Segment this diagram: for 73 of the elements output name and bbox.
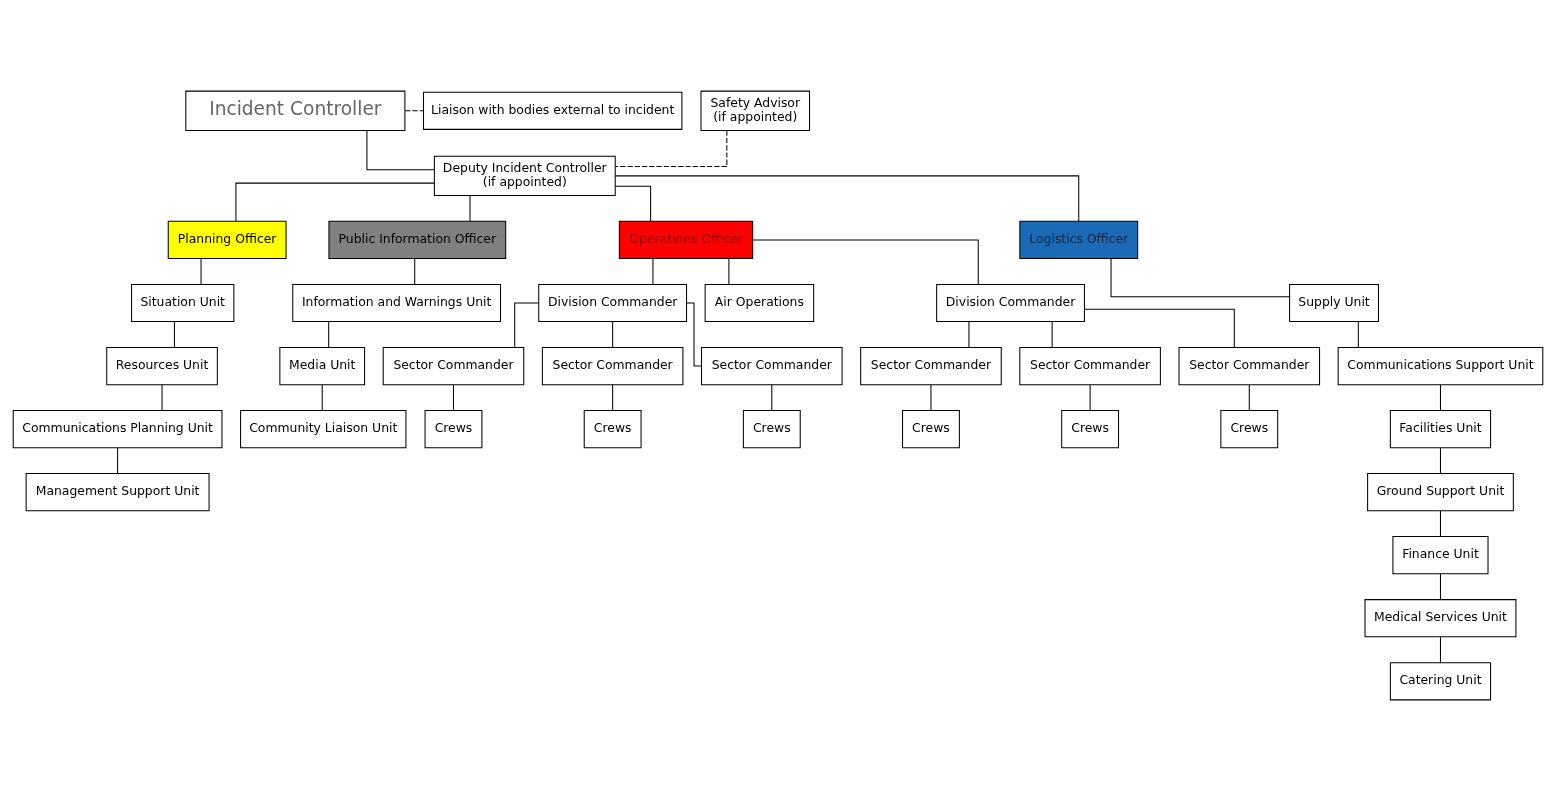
- connector: [235, 182, 435, 222]
- node-box: Incident Controller: [185, 90, 406, 131]
- node-box: Sector Commander: [860, 346, 1002, 386]
- connector: [1084, 308, 1235, 348]
- node-box: Crews: [742, 409, 801, 449]
- connector: [200, 258, 202, 285]
- connector: [614, 130, 728, 168]
- node-box: Media Unit: [279, 346, 366, 386]
- connector: [1089, 384, 1091, 411]
- connector: [1051, 321, 1053, 348]
- node-box: Planning Officer: [167, 220, 287, 260]
- node-box: Situation Unit: [131, 283, 235, 323]
- connector: [968, 321, 970, 348]
- node-box: Crews: [424, 409, 483, 449]
- node-box: Communications Support Unit: [1337, 346, 1544, 386]
- node-box: Information and Warnings Unit: [292, 283, 502, 323]
- connector: [1439, 447, 1441, 474]
- connector: [728, 258, 730, 285]
- node-box: Sector Commander: [701, 346, 843, 386]
- node-box: Crews: [583, 409, 642, 449]
- node-box: Safety Advisor (if appointed): [700, 90, 811, 131]
- connector: [1439, 573, 1441, 600]
- connector: [321, 384, 323, 411]
- node-box: Ground Support Unit: [1367, 473, 1514, 512]
- connector: [414, 258, 416, 285]
- connector: [614, 175, 1080, 222]
- node-box: Community Liaison Unit: [240, 409, 407, 449]
- connector: [930, 384, 932, 411]
- node-box: Sector Commander: [382, 346, 525, 386]
- connector: [514, 302, 539, 348]
- connector: [117, 447, 119, 474]
- node-box: Medical Services Unit: [1364, 599, 1517, 638]
- connector: [1439, 510, 1441, 537]
- connector: [686, 302, 702, 367]
- connector: [1110, 258, 1290, 298]
- connector: [328, 321, 330, 348]
- node-box: Sector Commander: [541, 346, 684, 386]
- node-box: Crews: [902, 409, 960, 449]
- connector: [1439, 384, 1441, 411]
- connector: [1248, 384, 1250, 411]
- node-box: Supply Unit: [1289, 283, 1379, 323]
- node-box: Finance Unit: [1392, 536, 1489, 575]
- node-box: Crews: [1220, 409, 1279, 449]
- connector: [469, 195, 471, 222]
- connector: [614, 185, 652, 222]
- node-box: Communications Planning Unit: [12, 409, 223, 449]
- connector: [1439, 636, 1441, 663]
- node-box: Resources Unit: [106, 346, 218, 386]
- connector: [1357, 321, 1359, 348]
- connector: [404, 110, 424, 112]
- connector: [652, 258, 654, 285]
- connector: [366, 130, 435, 171]
- connector: [161, 384, 163, 411]
- connector: [752, 239, 979, 285]
- node-box: Air Operations: [704, 283, 815, 323]
- connector: [173, 321, 175, 348]
- node-box: Division Commander: [936, 283, 1085, 323]
- connector: [612, 321, 614, 348]
- node-box: Sector Commander: [1019, 346, 1161, 386]
- node-box: Management Support Unit: [25, 473, 210, 512]
- node-box: Logistics Officer: [1019, 220, 1139, 260]
- node-box: Operations Officer: [618, 220, 754, 260]
- node-box: Liaison with bodies external to incident: [423, 91, 683, 130]
- node-box: Catering Unit: [1389, 662, 1492, 701]
- connector: [612, 384, 614, 411]
- node-box: Sector Commander: [1178, 346, 1321, 386]
- node-box: Public Information Officer: [328, 220, 507, 260]
- connector: [771, 384, 773, 411]
- node-box: Facilities Unit: [1389, 409, 1492, 449]
- node-box: Deputy Incident Controller (if appointed): [433, 155, 616, 197]
- node-box: Crews: [1061, 409, 1120, 449]
- node-box: Division Commander: [538, 283, 688, 323]
- connector: [452, 384, 454, 411]
